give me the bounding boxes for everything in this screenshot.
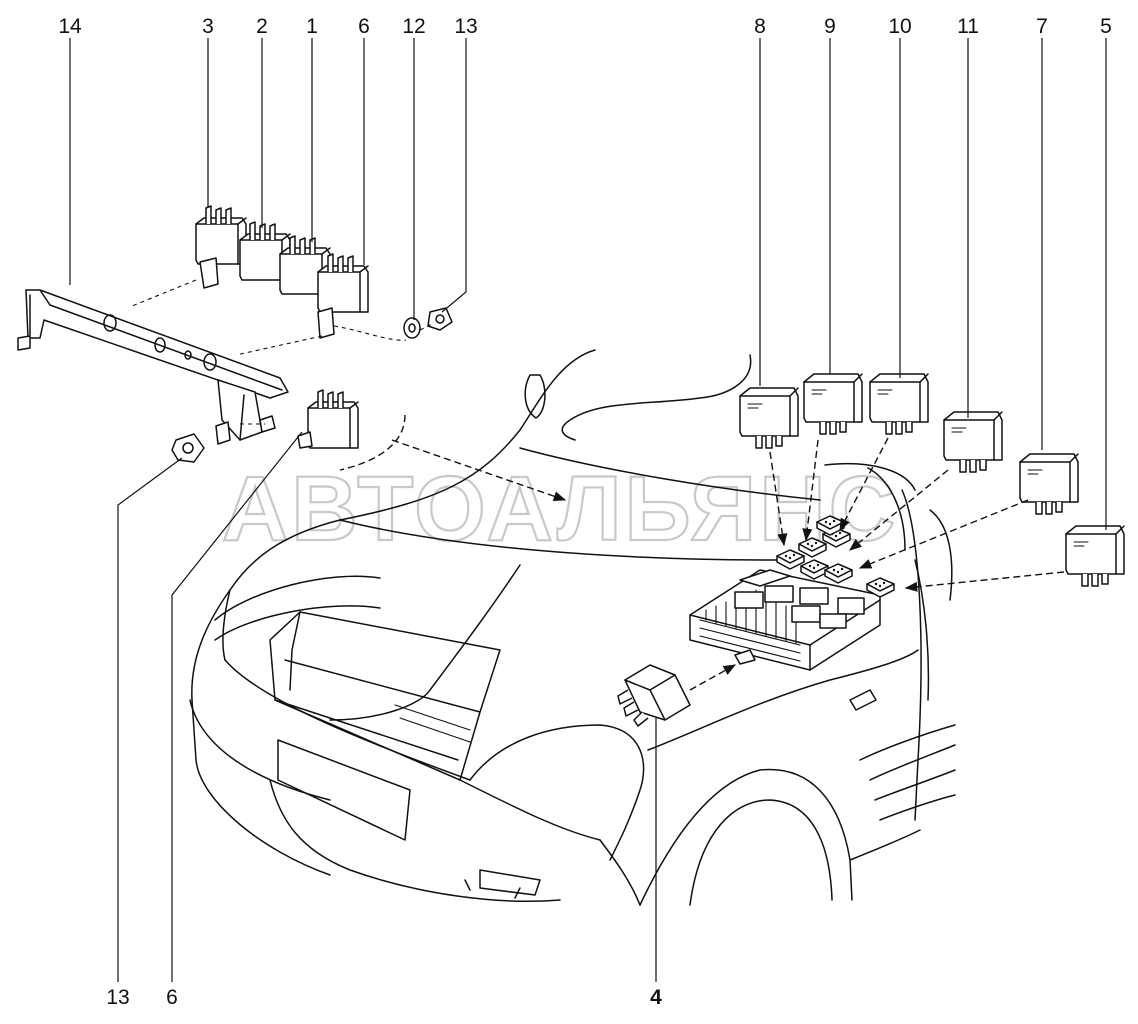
callout-6-top: 6 (358, 15, 370, 38)
washer-12 (403, 317, 421, 339)
relay-7 (1019, 453, 1079, 515)
relay-5 (1065, 525, 1125, 587)
install-arrows (339, 414, 1065, 691)
relay-6-upper (317, 253, 369, 339)
callout-4: 4 (650, 986, 662, 1009)
callout-13-top: 13 (454, 15, 477, 38)
callout-2: 2 (256, 15, 268, 38)
callout-5: 5 (1100, 15, 1112, 38)
relay-8 (739, 387, 799, 449)
relay-3 (195, 205, 247, 289)
assembly-lines (131, 279, 433, 425)
fuse-relay-block (689, 515, 895, 671)
callout-3: 3 (202, 15, 214, 38)
relay-6-lower (297, 389, 359, 449)
callout-7: 7 (1036, 15, 1048, 38)
callout-14: 14 (58, 15, 82, 38)
callout-11: 11 (957, 15, 979, 38)
nut-13-lower (171, 433, 205, 463)
callout-6-bottom: 6 (166, 986, 178, 1009)
watermark: АВТОАЛЬЯНС (222, 458, 898, 560)
relay-10 (869, 373, 929, 435)
nut-13-upper (427, 307, 453, 331)
callout-13-bottom: 13 (106, 986, 129, 1009)
relay-4 (617, 664, 691, 727)
callout-8: 8 (754, 15, 766, 38)
callout-9: 9 (824, 15, 836, 38)
bracket-14 (17, 289, 289, 445)
relay-11 (943, 411, 1003, 473)
callout-10: 10 (888, 15, 911, 38)
relay-9 (803, 373, 863, 435)
car-body (189, 349, 956, 906)
leader-lines (69, 38, 1107, 982)
callout-1: 1 (306, 15, 318, 38)
callout-12: 12 (402, 15, 425, 38)
